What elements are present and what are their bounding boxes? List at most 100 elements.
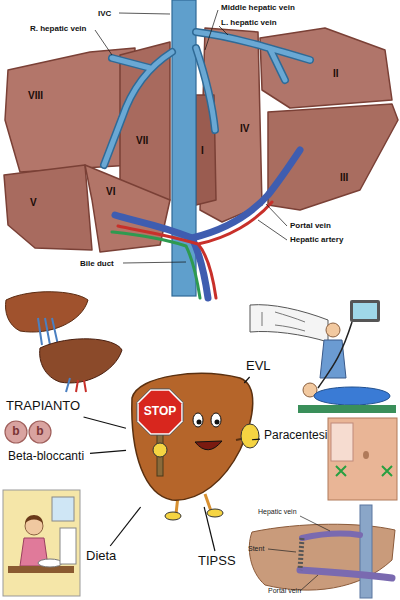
vessel-label: R. hepatic vein <box>30 24 86 33</box>
pill-letter: b <box>12 425 19 439</box>
segment-v <box>4 165 92 250</box>
inferior-vena-cava <box>172 0 196 296</box>
pill-letter: b <box>36 425 43 439</box>
leader-lines <box>95 10 287 263</box>
leader-line <box>123 262 186 263</box>
stop-liver: STOP <box>128 385 250 505</box>
tipss-label: Hepatic vein <box>258 508 297 516</box>
donor-vessels <box>66 378 70 392</box>
segment-number: VI <box>106 186 115 198</box>
leader-line <box>258 220 287 240</box>
cartoon-glove <box>241 424 259 448</box>
kitchen <box>3 490 80 596</box>
treatment-name: Paracentesi <box>262 428 331 444</box>
tipss-hepatic-vein <box>302 534 360 538</box>
treatment-label: TRAPIANTO <box>4 398 84 415</box>
liver-segments <box>4 28 398 252</box>
segment-number: II <box>333 68 339 80</box>
treatment-name: EVL <box>244 358 274 375</box>
connector-line <box>84 417 126 428</box>
segment-number: VIII <box>28 90 43 102</box>
segment-number: IV <box>240 123 249 135</box>
hepatic-artery <box>118 202 272 298</box>
hepatic-veins <box>104 32 310 165</box>
puncture-mark <box>336 466 392 476</box>
cartoon-mouth <box>195 441 222 450</box>
cartoon-glove <box>153 443 167 457</box>
plate <box>38 559 62 567</box>
segment-number: III <box>340 172 348 184</box>
tipss-portal-vein <box>300 570 392 578</box>
segment-viii <box>5 48 135 172</box>
treatment-name: TRAPIANTO <box>4 398 84 415</box>
vessel-label: L. hepatic vein <box>221 18 277 27</box>
bile-duct <box>112 232 200 298</box>
vessel-label: Hepatic artery <box>290 235 343 244</box>
leader-line <box>219 26 228 35</box>
tipss-illustration <box>249 505 395 598</box>
tipss-label: Stent <box>248 545 264 553</box>
window <box>52 497 74 521</box>
endoscope-cable <box>318 322 352 388</box>
vessel-label: Portal vein <box>290 221 331 230</box>
doctor-head <box>326 323 340 337</box>
stent <box>300 538 302 570</box>
treatment-name: Beta-bloccanti <box>6 449 88 465</box>
donor-liver <box>40 339 122 383</box>
treatment-name: Dieta <box>84 548 120 565</box>
treatment-label: EVL <box>244 358 274 375</box>
navel <box>363 451 369 459</box>
diet-illustration <box>3 490 80 596</box>
tipss-ivc <box>360 505 372 598</box>
connector-line <box>252 438 260 440</box>
connector-line <box>244 377 249 383</box>
treatment-name: TIPSS <box>196 553 239 570</box>
vein-outline <box>104 32 310 165</box>
monitor <box>350 300 380 322</box>
segment-number: VII <box>136 135 148 147</box>
stop-sign <box>139 391 182 434</box>
connector-line <box>204 507 215 551</box>
segment-number: V <box>30 197 37 209</box>
leader-line <box>95 30 112 55</box>
cartoon-eye <box>211 413 221 427</box>
treatment-label: Paracentesi <box>262 428 331 444</box>
transplant-vessels <box>38 318 58 345</box>
fridge <box>60 528 76 564</box>
treatment-label: Dieta <box>84 548 120 565</box>
vessel-label: Bile duct <box>80 259 114 268</box>
connector-line <box>90 450 126 453</box>
leader-line <box>266 204 287 226</box>
cartoon-eye <box>193 413 203 427</box>
vessel-label: IVC <box>98 9 111 18</box>
connector-line <box>110 507 140 546</box>
segment-number: I <box>201 145 204 157</box>
cartoon-pupil <box>215 420 220 425</box>
abdomen <box>328 418 397 500</box>
table <box>8 566 74 573</box>
tipss-liver <box>249 524 395 590</box>
patient-body <box>314 387 390 405</box>
tipss-label: Portal vein <box>268 587 301 595</box>
portal-vein <box>115 150 300 298</box>
vein-fill <box>104 32 310 165</box>
cartoon-shoe <box>207 509 223 517</box>
doctor-body <box>320 340 346 378</box>
leader-line <box>205 10 218 50</box>
segment-iii <box>268 104 398 210</box>
liver-cartoon <box>132 374 259 520</box>
stop-sign-rim <box>137 389 183 435</box>
leader-line <box>119 13 170 14</box>
donor-vessels <box>76 380 86 392</box>
vessel-label: Middle hepatic vein <box>221 3 295 12</box>
transplant-illustration <box>6 292 122 392</box>
evl-illustration <box>250 300 396 413</box>
pill <box>29 421 51 443</box>
bed <box>298 405 396 413</box>
monitor-screen <box>353 303 377 319</box>
treatment-label: TIPSS <box>196 553 239 570</box>
